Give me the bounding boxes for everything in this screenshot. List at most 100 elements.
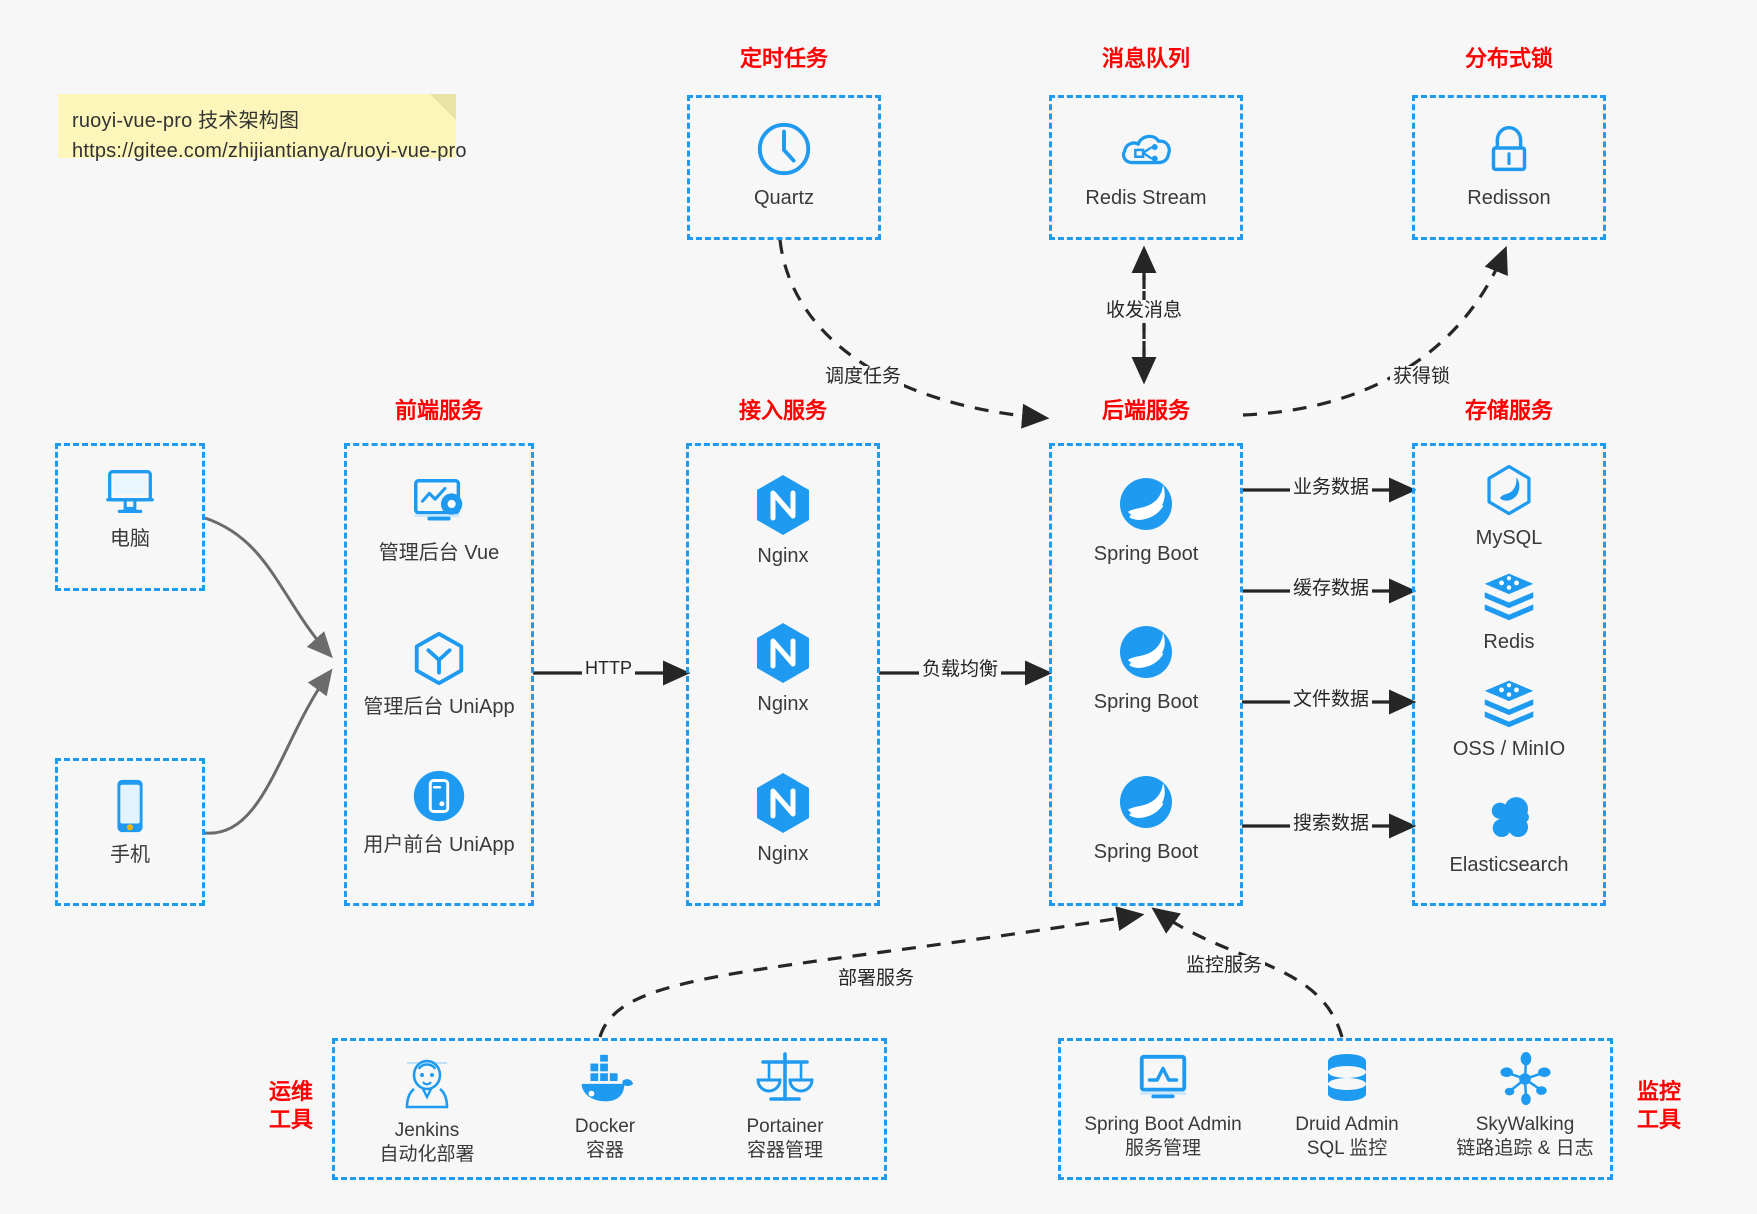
database-icon (1328, 1054, 1366, 1101)
group-box-gateway (686, 443, 880, 906)
group-title-monitor-line1: 监控 (1636, 1079, 1681, 1104)
group-title-monitor-line2: 工具 (1636, 1106, 1681, 1132)
group-title-devops: 运维 工具 (252, 1078, 330, 1133)
node-spring-boot-2[interactable]: Spring Boot (1049, 620, 1243, 715)
node-redis-stream[interactable]: Redis Stream (1049, 118, 1243, 211)
node-sublabel: 服务管理 (1124, 1137, 1201, 1159)
group-title-lock: 分布式锁 (1464, 46, 1553, 71)
node-nginx-2[interactable]: Nginx (686, 620, 880, 717)
node-label: SkyWalking (1475, 1114, 1575, 1135)
edge-label-search-data: 搜索数据 (1290, 813, 1373, 836)
node-label: Nginx (757, 545, 809, 567)
edge-label-acquire-lock: 获得锁 (1390, 366, 1454, 389)
node-nginx-1[interactable]: Nginx (686, 472, 880, 569)
edge-label-load-balance: 负载均衡 (919, 659, 1002, 682)
dashboard-gear-icon (414, 479, 463, 521)
group-title-scheduler: 定时任务 (739, 46, 828, 71)
node-label: Redis Stream (1085, 187, 1207, 209)
uniapp-cube-icon (414, 631, 464, 686)
node-quartz[interactable]: Quartz (687, 118, 881, 211)
spring-leaf-icon (1120, 776, 1172, 828)
group-title-devops-line2: 工具 (268, 1106, 313, 1132)
diagram-note: ruoyi-vue-pro 技术架构图 https://gitee.com/zh… (58, 94, 467, 162)
node-sublabel: 容器管理 (746, 1139, 823, 1161)
node-redisson[interactable]: Redisson (1412, 118, 1606, 211)
edge-label-deploy-service: 部署服务 (835, 968, 918, 991)
node-spring-boot-admin[interactable]: Spring Boot Admin 服务管理 (1063, 1051, 1263, 1161)
skywalking-icon (1500, 1051, 1551, 1106)
group-box-frontend (344, 443, 534, 906)
node-user-uniapp[interactable]: 用户前台 UniApp (334, 765, 544, 858)
group-box-lock (1412, 95, 1606, 240)
node-redis[interactable]: Redis (1412, 568, 1606, 655)
mysql-dolphin-icon (1487, 464, 1531, 516)
edge-quartz-to-backend (778, 239, 1050, 429)
node-label: 管理后台 Vue (378, 542, 500, 564)
group-title-mq: 消息队列 (1101, 46, 1190, 71)
node-admin-vue[interactable]: 管理后台 Vue (334, 473, 544, 566)
mobile-phone-icon (117, 779, 143, 833)
node-label: Docker (574, 1116, 636, 1137)
node-spring-boot-1[interactable]: Spring Boot (1049, 472, 1243, 567)
note-line-url: https://gitee.com/zhijiantianya/ruoyi-vu… (72, 140, 467, 162)
group-box-pc (55, 443, 205, 591)
group-box-scheduler (687, 95, 881, 240)
cloud-stream-icon (1121, 134, 1171, 165)
node-label: 电脑 (110, 528, 150, 550)
node-oss-minio[interactable]: OSS / MinIO (1412, 675, 1606, 762)
node-sublabel: SQL 监控 (1306, 1137, 1388, 1159)
node-admin-uniapp[interactable]: 管理后台 UniApp (334, 627, 544, 720)
node-pc[interactable]: 电脑 (55, 463, 205, 552)
portainer-scale-icon (756, 1052, 814, 1101)
node-spring-boot-3[interactable]: Spring Boot (1049, 770, 1243, 865)
node-elasticsearch[interactable]: Elasticsearch (1412, 789, 1606, 878)
node-mysql[interactable]: MySQL (1412, 462, 1606, 551)
node-label: MySQL (1475, 527, 1543, 549)
node-label: Nginx (757, 843, 809, 865)
node-label: 手机 (110, 844, 150, 866)
edge-phone-to-frontend (204, 668, 333, 835)
group-box-devops (332, 1038, 887, 1180)
edge-label-cache-data: 缓存数据 (1290, 578, 1373, 601)
redis-stack-icon (1484, 573, 1534, 621)
group-title-storage: 存储服务 (1464, 398, 1553, 423)
node-phone[interactable]: 手机 (55, 775, 205, 868)
edge-label-business-data: 业务数据 (1290, 477, 1373, 500)
spring-leaf-icon (1120, 626, 1172, 678)
node-nginx-3[interactable]: Nginx (686, 770, 880, 867)
mobile-circle-icon (413, 770, 465, 822)
nginx-icon (757, 773, 809, 833)
node-label: Redisson (1467, 187, 1551, 209)
node-label: Quartz (753, 187, 815, 209)
node-label: 用户前台 UniApp (363, 834, 515, 856)
monitor-chart-icon (1139, 1054, 1187, 1099)
note-line-title: ruoyi-vue-pro 技术架构图 (72, 110, 300, 132)
node-label: Portainer (746, 1116, 824, 1137)
group-box-phone (55, 758, 205, 906)
node-label: Druid Admin (1295, 1114, 1399, 1135)
group-box-backend (1049, 443, 1243, 906)
group-box-monitor (1058, 1038, 1613, 1180)
node-portainer[interactable]: Portainer 容器管理 (700, 1049, 870, 1163)
node-label: Nginx (757, 693, 809, 715)
node-druid-admin[interactable]: Druid Admin SQL 监控 (1262, 1051, 1432, 1161)
spring-leaf-icon (1120, 478, 1172, 530)
node-jenkins[interactable]: Jenkins 自动化部署 (342, 1053, 512, 1167)
node-label: Jenkins (394, 1120, 460, 1141)
lock-icon (1491, 125, 1527, 172)
object-storage-icon (1484, 680, 1534, 728)
node-sublabel: 容器 (585, 1139, 624, 1161)
group-title-monitor: 监控 工具 (1620, 1078, 1698, 1133)
note-fold-corner (430, 94, 456, 120)
edge-label-monitor-service: 监控服务 (1183, 955, 1266, 978)
edge-label-http: HTTP (582, 658, 635, 680)
node-label: Redis (1483, 631, 1535, 653)
node-label: Spring Boot Admin (1084, 1114, 1242, 1135)
node-skywalking[interactable]: SkyWalking 链路追踪 & 日志 (1430, 1051, 1620, 1161)
group-box-mq (1049, 95, 1243, 240)
node-docker[interactable]: Docker 容器 (520, 1053, 690, 1163)
edge-pc-to-frontend (204, 516, 333, 659)
group-title-frontend: 前端服务 (394, 398, 483, 423)
node-label: Spring Boot (1093, 543, 1199, 565)
